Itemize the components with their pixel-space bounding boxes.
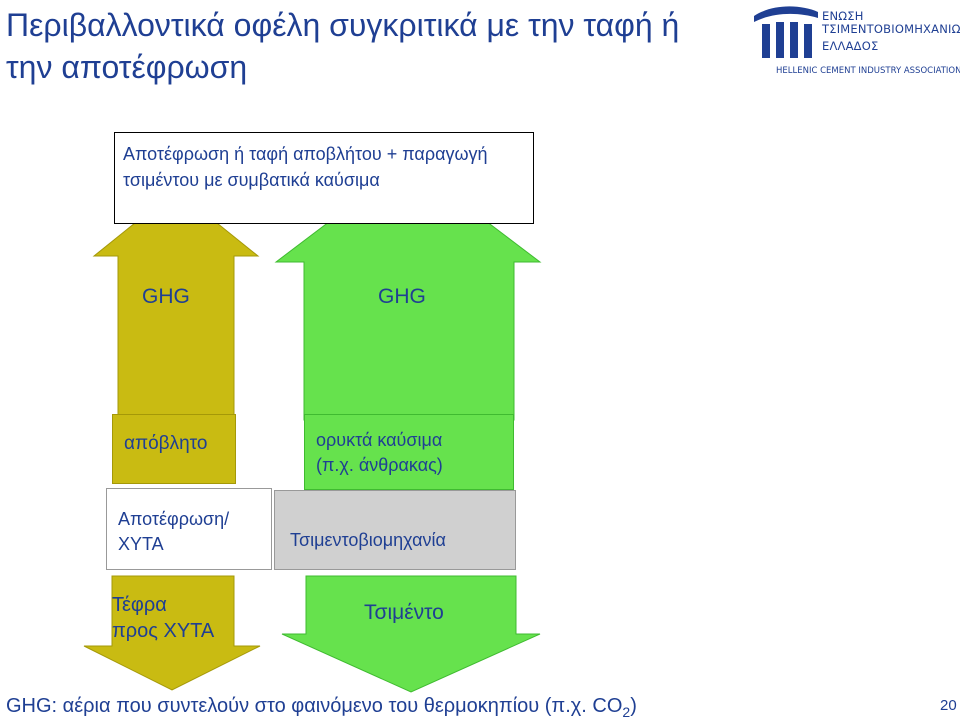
ash-line-2: προς ΧΥΤΑ <box>112 620 215 642</box>
incineration-line-2: ΧΥΤΑ <box>118 534 164 554</box>
footnote: GHG: αέρια που συντελούν στο φαινόμενο τ… <box>6 695 637 720</box>
cement-industry-box <box>274 490 516 570</box>
ghg-label-left: GHG <box>142 285 190 308</box>
cement-industry-label: Τσιμεντοβιομηχανία <box>290 530 446 550</box>
footnote-subscript: 2 <box>622 704 631 720</box>
logo-line-4: HELLENIC CEMENT INDUSTRY ASSOCIATION <box>776 66 960 76</box>
incineration-line-1: Αποτέφρωση/ <box>118 509 230 529</box>
incineration-box <box>106 488 272 570</box>
scenario-box: Αποτέφρωση ή ταφή αποβλήτου + παραγωγή τ… <box>114 132 534 224</box>
logo-line-2: ΤΣΙΜΕΝΤΟΒΙΟΜΗΧΑΝΙΩΝ <box>822 22 960 36</box>
footnote-text: GHG: αέρια που συντελούν στο φαινόμενο τ… <box>6 695 623 717</box>
fossil-fuels-line-2: (π.χ. άνθρακας) <box>316 455 443 475</box>
logo-text-greek: ΕΝΩΣΗ ΤΣΙΜΕΝΤΟΒΙΟΜΗΧΑΝΙΩΝ <box>822 10 960 36</box>
columns-logo-icon <box>754 6 818 58</box>
green-down-arrow <box>281 575 541 693</box>
hcia-logo: ΕΝΩΣΗ ΤΣΙΜΕΝΤΟΒΙΟΜΗΧΑΝΙΩΝ ΕΛΛΑΔΟΣ HELLEN… <box>752 2 960 82</box>
logo-line-3: ΕΛΛΑΔΟΣ <box>822 39 879 53</box>
incineration-label: Αποτέφρωση/ ΧΥΤΑ <box>118 507 229 557</box>
ash-label: Τέφρα προς ΧΥΤΑ <box>112 592 214 644</box>
fossil-fuels-box <box>304 414 514 490</box>
ghg-label-right: GHG <box>378 285 426 308</box>
waste-label: απόβλητο <box>124 433 208 454</box>
page-number: 20 <box>940 697 957 714</box>
slide-title: Περιβαλλοντικά οφέλη συγκριτικά με την τ… <box>6 7 680 85</box>
ash-line-1: Τέφρα <box>112 594 167 616</box>
logo-line-1: ΕΝΩΣΗ <box>822 9 864 23</box>
fossil-fuels-line-1: ορυκτά καύσιμα <box>316 430 443 450</box>
footnote-close: ) <box>630 695 637 717</box>
cement-label: Τσιμέντο <box>364 601 444 624</box>
olive-down-arrow <box>83 575 261 691</box>
fossil-fuels-label: ορυκτά καύσιμα (π.χ. άνθρακας) <box>316 428 443 478</box>
waste-box <box>112 414 236 484</box>
